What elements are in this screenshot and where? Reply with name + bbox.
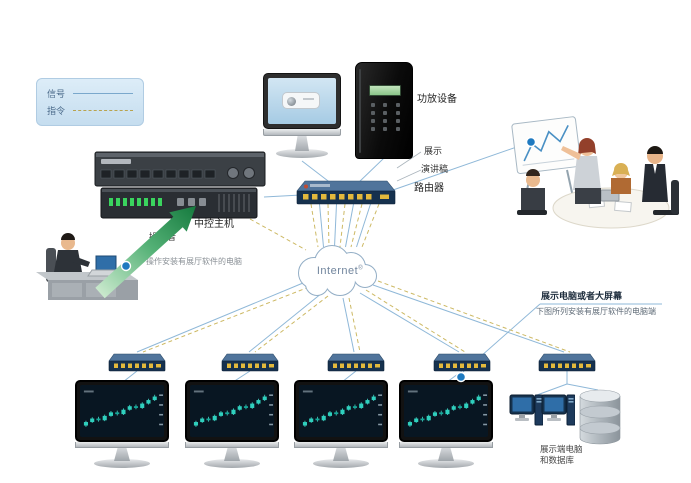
legend-row-command: 指令 [47, 104, 133, 117]
presenter-monitor [263, 73, 341, 158]
command-label: 指令 [47, 106, 66, 116]
meeting-scene [503, 110, 681, 243]
signal-label: 信号 [47, 89, 66, 99]
candlestick-chart [190, 385, 274, 437]
switch-node-2 [221, 352, 279, 372]
candlestick-chart [80, 385, 164, 437]
switch-node-3 [327, 352, 385, 372]
terminal-label: 展示端电脑 和数据库 [540, 444, 583, 465]
database-cylinders [576, 386, 624, 453]
display-monitor-1 [75, 380, 169, 468]
display-monitor-4 [399, 380, 493, 468]
router-device [296, 178, 396, 206]
internet-cloud: Internet® [292, 242, 388, 302]
monitor-bezel [263, 73, 341, 129]
lcd-display-icon [369, 85, 401, 96]
legend: 信号 指令 [36, 78, 144, 126]
operator-desc-label: 操作安装有展厅软件的电脑 [146, 257, 242, 266]
central-control-rack [93, 146, 267, 227]
terminal-pc-1 [509, 393, 544, 446]
hinge-icon [359, 69, 361, 153]
operator-label: 操作者 [149, 232, 177, 242]
display-label: 展示 [424, 146, 443, 156]
central-host-label: 中控主机 [194, 219, 234, 230]
projector-icon [282, 92, 320, 109]
command-line-sample [73, 110, 133, 111]
amplifier-label: 功放设备 [417, 94, 457, 105]
led-row [109, 198, 162, 206]
keypad-icon [371, 103, 401, 131]
monitor-stand [295, 136, 309, 151]
candlestick-chart [404, 385, 488, 437]
internet-label: Internet® [316, 265, 364, 277]
legend-row-signal: 信号 [47, 87, 133, 100]
bigscreen-label: 展示电脑或者大屏幕 [541, 291, 623, 301]
monitor-chin [263, 129, 341, 136]
operator-scene [34, 230, 146, 311]
amplifier-device [355, 62, 413, 159]
switch-node-1 [108, 352, 166, 372]
switch-node-5 [538, 352, 596, 372]
candlestick-chart [299, 385, 383, 437]
bigscreen-desc-label: 下图所列安装有展厅软件的电脑端 [536, 307, 656, 316]
terminal-pc-2 [541, 393, 576, 446]
monitor-base [276, 149, 328, 158]
speech-label: 演讲稿 [421, 164, 449, 174]
signal-line-sample [73, 93, 133, 94]
switch-node-4 [433, 352, 491, 372]
router-label: 路由器 [414, 183, 444, 194]
display-monitor-3 [294, 380, 388, 468]
display-monitor-2 [185, 380, 279, 468]
monitor-screen [268, 78, 336, 124]
